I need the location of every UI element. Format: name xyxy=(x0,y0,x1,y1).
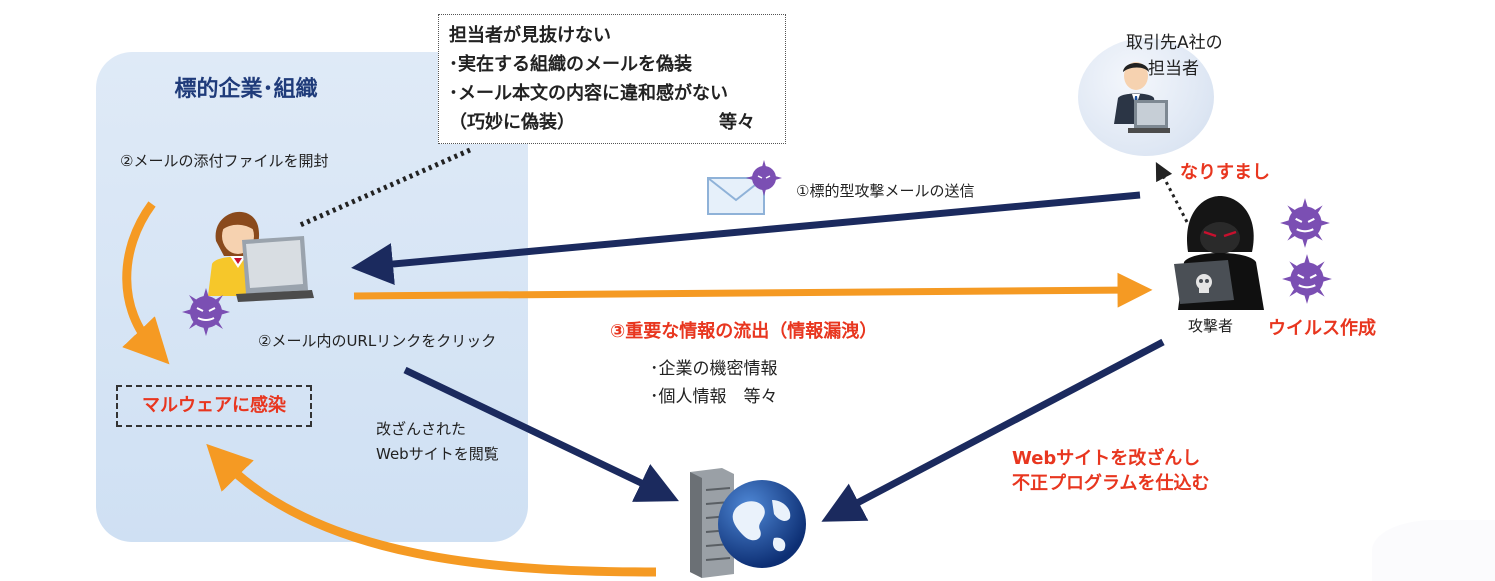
business-man-icon xyxy=(1114,62,1170,133)
browse-infection-arrow xyxy=(206,443,657,577)
partner-line-1: 取引先A社の xyxy=(1126,33,1223,53)
globe-icon xyxy=(718,480,806,568)
organization-title: 標的企業･組織 xyxy=(174,77,318,102)
corner-decoration xyxy=(1372,520,1495,581)
leak-arrow xyxy=(353,272,1153,308)
click-url-arrow xyxy=(403,366,679,502)
virus-icon xyxy=(182,288,230,336)
hacker-icon xyxy=(1174,196,1264,310)
mail-envelope-icon xyxy=(707,160,782,215)
note-line-4: （巧妙に偽装） xyxy=(449,112,575,133)
attacker-label: 攻撃者 xyxy=(1188,317,1234,335)
virus-icon xyxy=(1282,254,1332,304)
note-line-2: ･実在する組織のメールを偽装 xyxy=(449,54,692,75)
browse-line-1: 改ざんされた xyxy=(376,420,467,438)
tamper-line-1: Webサイトを改ざんし xyxy=(1012,448,1201,469)
step-leak: ③重要な情報の流出（情報漏洩） xyxy=(610,321,878,342)
partner-line-2: 担当者 xyxy=(1148,59,1199,79)
note-pointer-line xyxy=(296,147,472,229)
virus-icon xyxy=(1280,198,1330,248)
virus-creation-label: ウイルス作成 xyxy=(1268,318,1376,339)
tamper-line-2: 不正プログラムを仕込む xyxy=(1012,473,1210,494)
step-send-mail: ①標的型攻撃メールの送信 xyxy=(796,182,975,200)
tamper-arrow xyxy=(821,338,1165,522)
deception-note-box: 担当者が見抜けない ･実在する組織のメールを偽装 ･メール本文の内容に違和感がな… xyxy=(438,14,786,144)
step-open-attachment: ②メールの添付ファイルを開封 xyxy=(120,152,329,170)
step-click-url: ②メール内のURLリンクをクリック xyxy=(258,332,497,350)
browse-line-2: Webサイトを閲覧 xyxy=(376,445,499,463)
send-mail-arrow xyxy=(351,191,1141,285)
leak-item-1: ･企業の機密情報 xyxy=(650,359,778,379)
impersonation-label: なりすまし xyxy=(1180,162,1270,183)
impersonation-arrow xyxy=(1155,162,1189,223)
server-icon xyxy=(690,468,734,578)
note-line-1: 担当者が見抜けない xyxy=(449,25,611,46)
note-line-4-suffix: 等々 xyxy=(719,112,755,133)
infection-curve-arrow xyxy=(122,201,170,365)
note-line-3: ･メール本文の内容に違和感がない xyxy=(449,83,728,104)
malware-infection-label: マルウェアに感染 xyxy=(116,385,312,427)
office-worker-icon xyxy=(208,211,314,302)
leak-item-2: ･個人情報 等々 xyxy=(650,387,778,407)
